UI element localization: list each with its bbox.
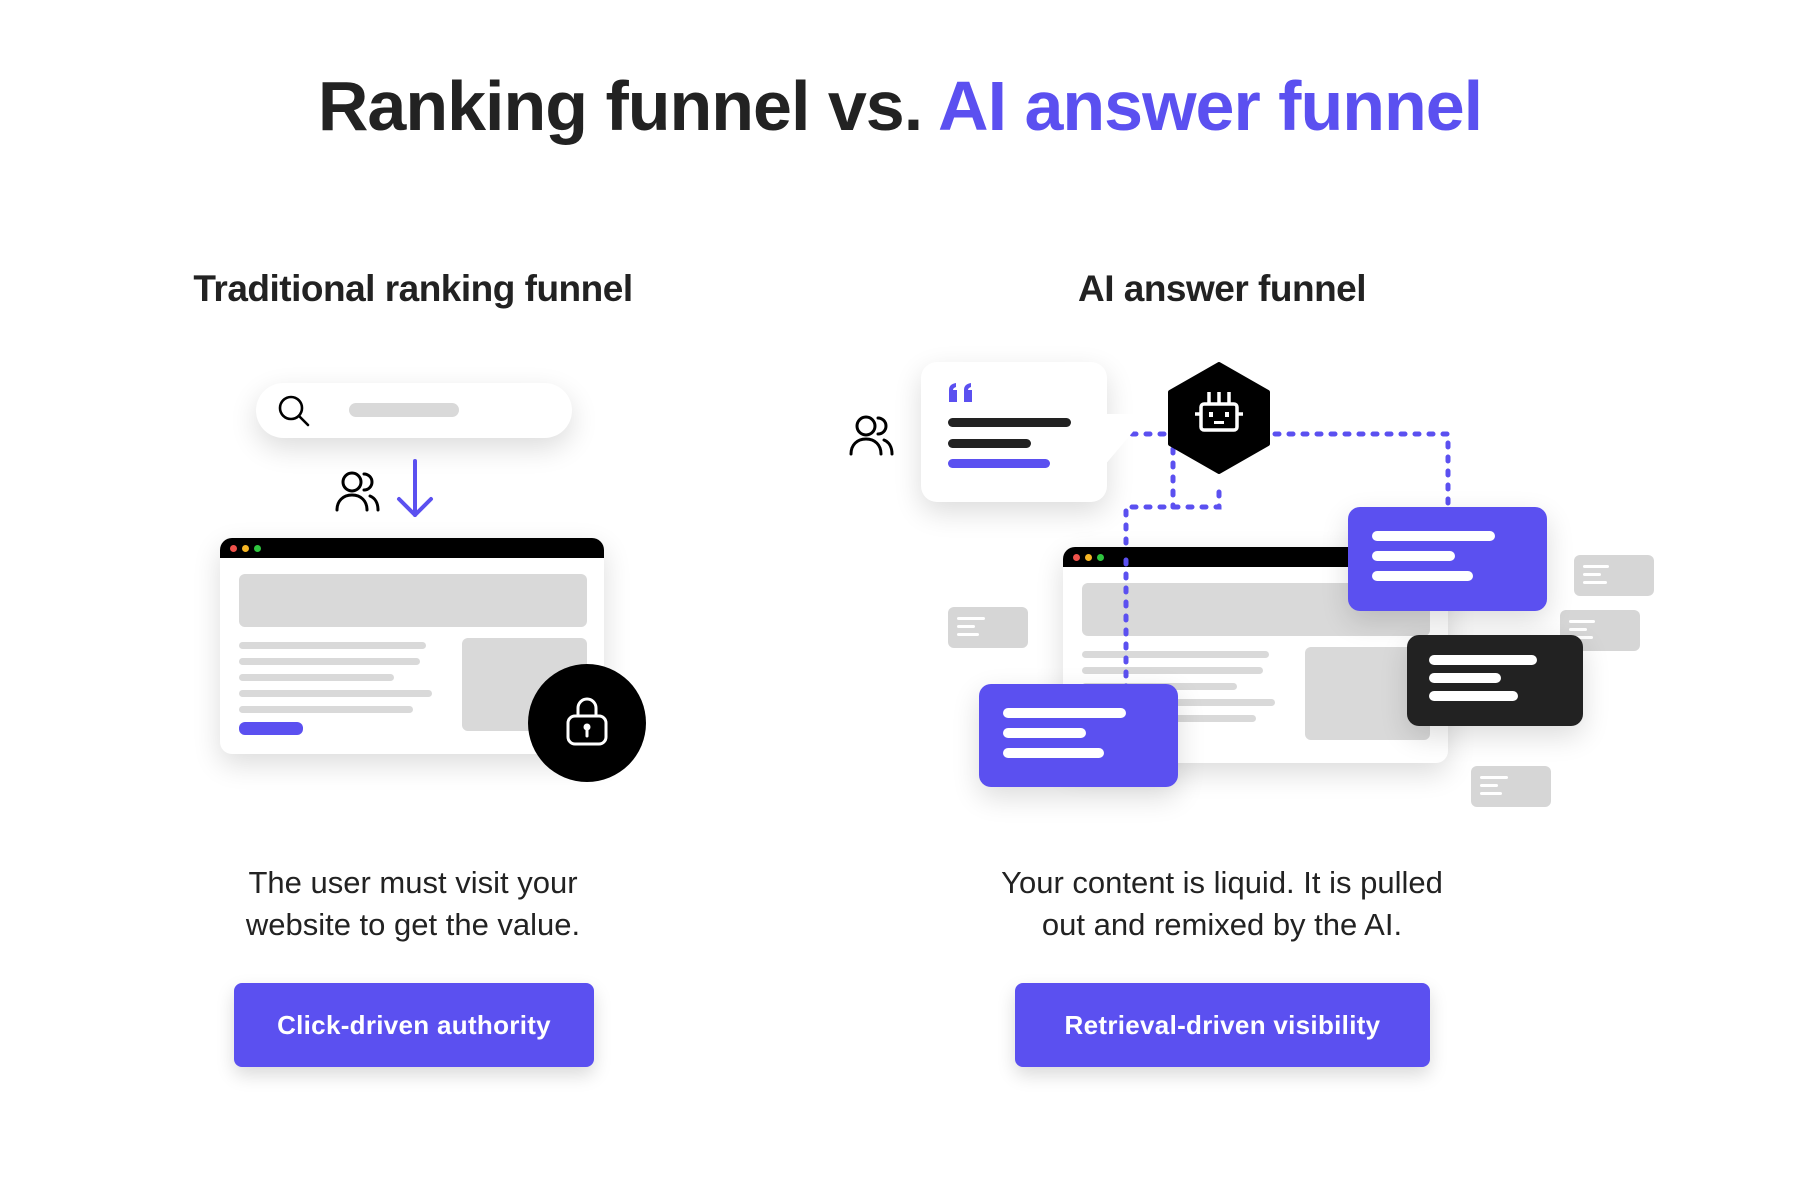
arrow-down-icon xyxy=(397,459,433,517)
search-bar xyxy=(256,383,572,438)
search-icon xyxy=(278,395,310,427)
retrieved-chunk-card xyxy=(1348,507,1547,611)
right-description-line: Your content is liquid. It is pulled xyxy=(1001,865,1443,900)
users-icon xyxy=(849,415,894,456)
window-titlebar xyxy=(220,538,604,558)
hero-block xyxy=(239,574,587,627)
lock-icon xyxy=(566,697,608,746)
ai-answer-bubble xyxy=(921,362,1107,502)
users-icon xyxy=(335,471,380,512)
search-placeholder-bar xyxy=(349,403,459,417)
snippet-card xyxy=(948,607,1028,648)
website-window xyxy=(220,538,604,754)
right-description: Your content is liquid. It is pulled out … xyxy=(922,862,1522,946)
snippet-card xyxy=(1560,610,1640,651)
left-description-line: The user must visit your xyxy=(248,865,578,900)
retrieved-chunk-card xyxy=(1407,635,1583,726)
page-title: Ranking funnel vs. AI answer funnel xyxy=(0,66,1800,146)
title-part-1: Ranking funnel vs. xyxy=(317,67,939,145)
retrieved-chunk-card xyxy=(979,684,1178,787)
lock-badge xyxy=(528,664,646,782)
snippet-card xyxy=(1471,766,1551,807)
left-description-line: website to get the value. xyxy=(245,907,581,942)
robot-icon xyxy=(1195,392,1243,432)
title-accent: AI answer funnel xyxy=(938,67,1483,145)
left-heading: Traditional ranking funnel xyxy=(193,268,633,309)
right-description-line: out and remixed by the AI. xyxy=(1041,907,1403,942)
right-heading: AI answer funnel xyxy=(1077,268,1367,309)
left-description: The user must visit your website to get t… xyxy=(113,862,713,946)
ai-robot-badge xyxy=(1168,362,1270,474)
quote-icon xyxy=(949,383,972,402)
click-driven-authority-button[interactable]: Click-driven authority xyxy=(234,983,594,1067)
bubble-tail xyxy=(1104,414,1148,466)
retrieval-driven-visibility-button[interactable]: Retrieval-driven visibility xyxy=(1015,983,1430,1067)
snippet-card xyxy=(1574,555,1654,596)
